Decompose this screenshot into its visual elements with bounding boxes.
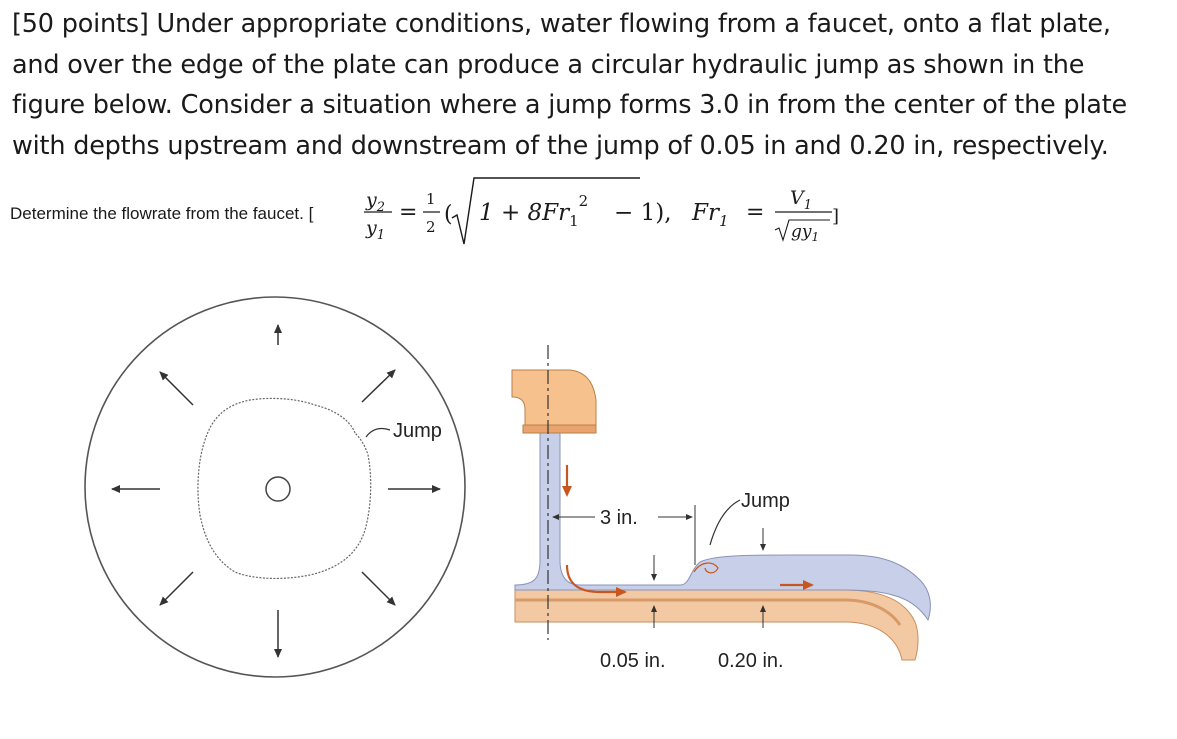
jump-ring (197, 397, 372, 580)
formula-equals-1: = (399, 200, 417, 225)
faucet-nozzle (522, 424, 597, 434)
arrow-up-left (159, 371, 194, 406)
problem-statement: [50 points] Under appropriate conditions… (12, 4, 1172, 166)
water-sheet (514, 431, 931, 622)
formula-open-paren: ( (444, 202, 453, 227)
formula-y2: y2 (365, 189, 385, 215)
formula-fr: Fr1 (691, 200, 729, 230)
arrow-down-right (361, 571, 396, 606)
jump-swirl (693, 562, 719, 574)
arrow-down-left (159, 571, 194, 606)
hydraulic-jump-formula: y2 y1 = 1 2 ( 1 + 8Fr12 − 1), Fr1 = V1 g… (364, 177, 839, 245)
depth-downstream-label: 0.20 in. (718, 650, 784, 672)
sqrt-sign-small (774, 219, 830, 242)
formula-equals-2: = (746, 200, 764, 225)
jump-leader-top (365, 427, 391, 438)
formula-minus-one: − 1), (614, 200, 672, 226)
plate-outline (84, 296, 466, 678)
formula-radicand: 1 + 8Fr12 (479, 192, 588, 230)
sqrt-sign (451, 177, 640, 245)
problem-line-3: figure below. Consider a situation where… (12, 90, 1128, 120)
formula-y1: y1 (365, 217, 385, 243)
top-jump-label: Jump (393, 420, 442, 442)
side-jump-label: Jump (741, 490, 790, 512)
formula-close-bracket: ] (832, 206, 839, 227)
distance-label: 3 in. (600, 507, 638, 529)
problem-line-2: and over the edge of the plate can produ… (12, 49, 1085, 80)
plate-stripe (515, 598, 902, 626)
top-view: Jump (84, 296, 466, 678)
hydraulic-jump-figure: Jump 3 in. Jump 0.05 in. 0.20 (84, 296, 931, 678)
formula-gy1: gy1 (791, 222, 819, 244)
problem-line-1: [50 points] Under appropriate conditions… (12, 9, 1111, 39)
formula-half-num: 1 (426, 190, 436, 208)
arrow-up-right (361, 369, 396, 403)
problem-line-4: with depths upstream and downstream of t… (12, 130, 1109, 161)
formula-v1: V1 (790, 187, 812, 213)
formula-half-den: 2 (426, 218, 436, 236)
faucet-center-circle (265, 476, 291, 502)
faucet (511, 369, 597, 426)
flow-arrow-turn (565, 564, 627, 597)
jump-leader-side (709, 499, 741, 546)
side-view: 3 in. Jump 0.05 in. 0.20 in. (511, 345, 931, 672)
plate-slab (514, 589, 919, 661)
depth-upstream-label: 0.05 in. (600, 650, 666, 672)
question-prompt: Determine the flowrate from the faucet. … (10, 204, 314, 223)
